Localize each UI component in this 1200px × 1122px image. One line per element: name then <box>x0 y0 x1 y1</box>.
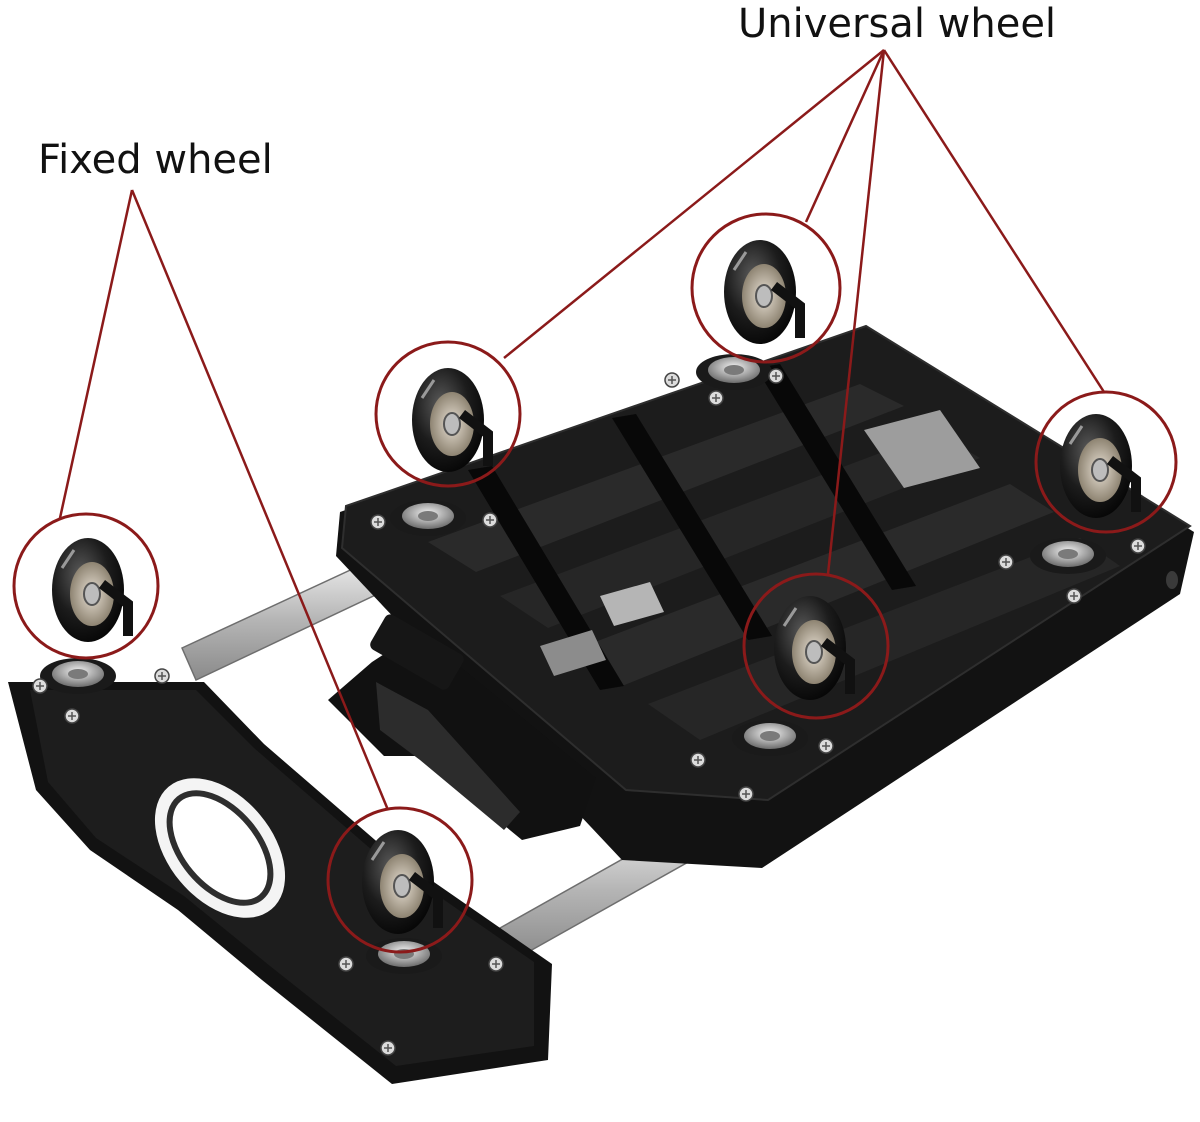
cart-platform <box>336 324 1194 868</box>
callout-line-universal-2 <box>804 49 886 223</box>
callout-circle-universal-4 <box>742 572 890 720</box>
callout-circles <box>12 212 1178 954</box>
callout-lines <box>58 49 1106 811</box>
callout-circle-universal-1 <box>374 340 522 488</box>
folding-handle <box>328 614 596 840</box>
callout-line-universal-1 <box>503 49 885 359</box>
fixed-wheel-label: Fixed wheel <box>38 137 273 183</box>
callout-line-universal-3 <box>882 49 1106 393</box>
universal-wheel-label: Universal wheel <box>738 1 1057 47</box>
callout-circle-fixed-1 <box>12 512 160 660</box>
callout-line-fixed-1 <box>58 189 134 519</box>
callout-circle-universal-3 <box>1034 390 1178 534</box>
callout-circle-universal-2 <box>690 212 842 364</box>
callout-circle-fixed-2 <box>326 806 474 954</box>
callout-line-universal-4 <box>826 49 886 575</box>
callout-line-fixed-2 <box>130 189 390 811</box>
